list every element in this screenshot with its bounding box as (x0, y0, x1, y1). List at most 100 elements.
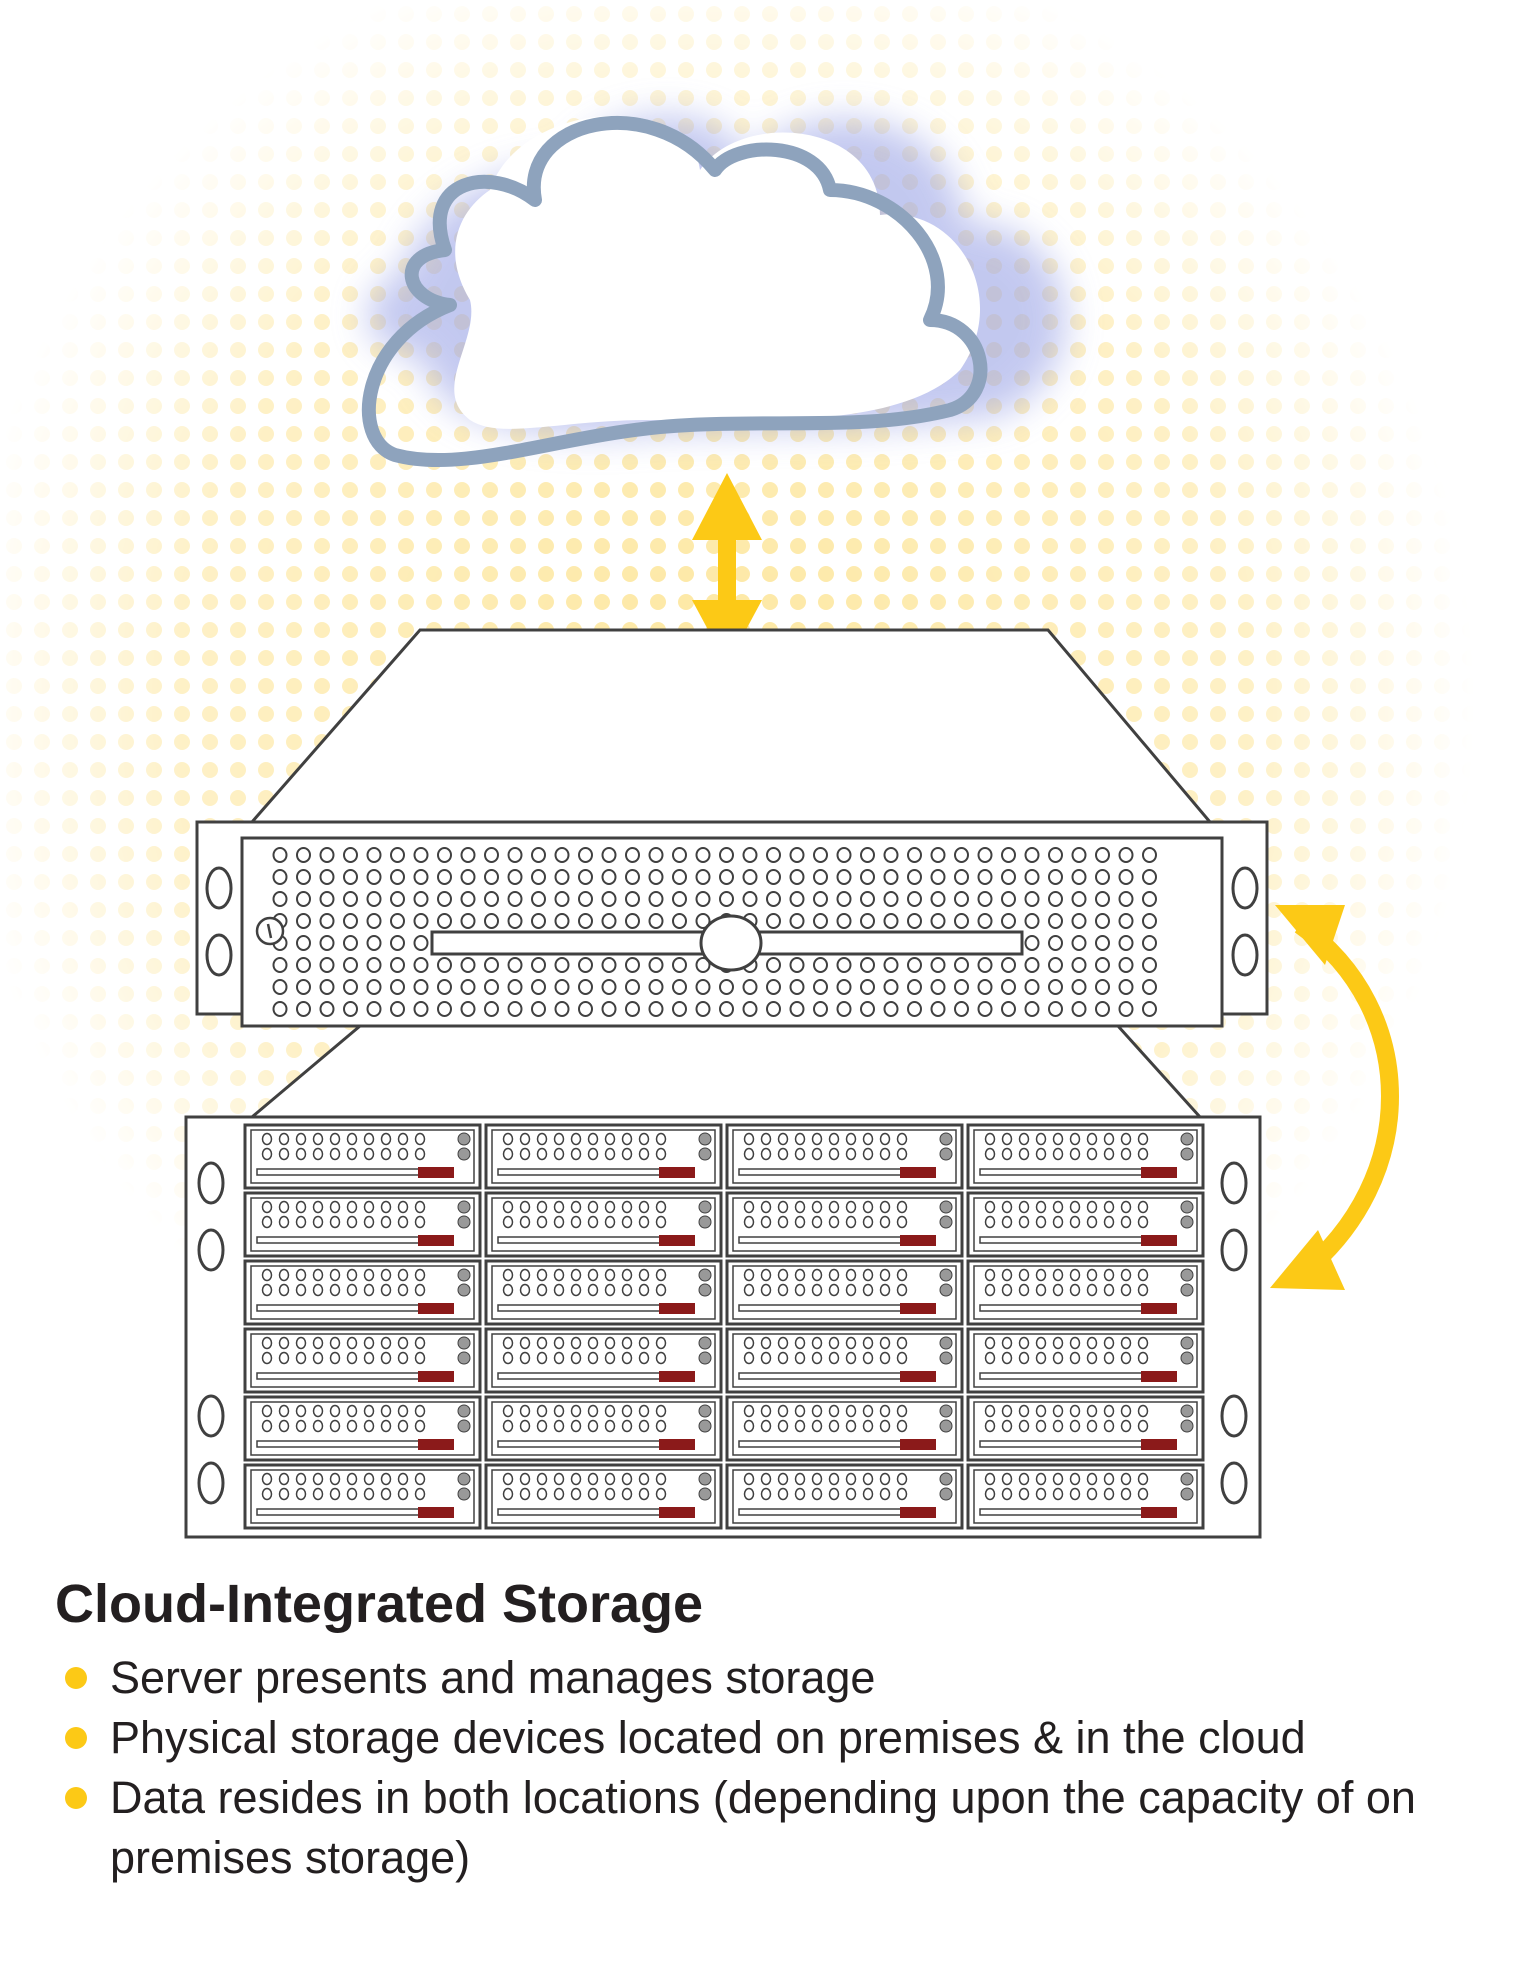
grille-hole (366, 891, 382, 907)
grille-hole (343, 891, 358, 907)
grille-hole (343, 1001, 358, 1017)
grille-hole (531, 957, 546, 973)
grille-hole (272, 869, 288, 885)
grille-hole (860, 1001, 875, 1017)
grille-hole (484, 1001, 499, 1017)
grille-hole (531, 913, 546, 929)
drive-bay (966, 1123, 1205, 1190)
grille-hole (789, 847, 805, 863)
grille-hole (930, 891, 946, 907)
grille-hole (343, 979, 358, 995)
grille-hole (437, 847, 452, 863)
grille-hole (460, 979, 476, 995)
grille-hole (319, 913, 335, 929)
grille-hole (1095, 891, 1110, 907)
grille-hole (272, 847, 288, 863)
grille-hole (1001, 869, 1016, 885)
grille-hole (437, 1001, 452, 1017)
grille-hole (601, 979, 617, 995)
grille-hole (1142, 1001, 1157, 1017)
grille-hole (366, 957, 382, 973)
grille-hole (813, 979, 828, 995)
grille-hole (413, 957, 429, 973)
grille-hole (907, 913, 922, 929)
grille-hole (883, 891, 899, 907)
grille-hole (954, 957, 969, 973)
grille-hole (907, 869, 922, 885)
grille-hole (789, 957, 805, 973)
grille-hole (719, 979, 734, 995)
grille-hole (695, 979, 711, 995)
grille-hole (742, 847, 758, 863)
grille-hole (460, 957, 476, 973)
bullet-icon (65, 1667, 87, 1690)
server-icon (195, 628, 1269, 1028)
grille-hole (907, 979, 922, 995)
grille-hole (719, 1001, 734, 1017)
grille-hole (625, 891, 640, 907)
grille-hole (1024, 891, 1040, 907)
grille-hole (1001, 1001, 1016, 1017)
grille-hole (883, 847, 899, 863)
grille-hole (1024, 847, 1040, 863)
grille-hole (977, 979, 993, 995)
grille-hole (460, 847, 476, 863)
grille-hole (1001, 913, 1016, 929)
grille-hole (742, 979, 758, 995)
grille-hole (648, 957, 664, 973)
grille-hole (437, 957, 452, 973)
grille-hole (507, 979, 523, 995)
grille-hole (1071, 891, 1087, 907)
drive-bay (243, 1395, 482, 1462)
grille-hole (507, 913, 523, 929)
grille-hole (366, 847, 382, 863)
grille-hole (672, 957, 687, 973)
grille-hole (1071, 847, 1087, 863)
grille-hole (1048, 913, 1063, 929)
grille-hole (1071, 1001, 1087, 1017)
grille-hole (296, 869, 311, 885)
grille-hole (625, 913, 640, 929)
grille-hole (625, 979, 640, 995)
grille-hole (977, 891, 993, 907)
grille-hole (836, 979, 852, 995)
drive-bay (243, 1259, 482, 1326)
grille-hole (296, 913, 311, 929)
grille-hole (554, 913, 570, 929)
grille-hole (719, 847, 734, 863)
grille-hole (1048, 957, 1063, 973)
grille-hole (1142, 847, 1157, 863)
grille-hole (460, 913, 476, 929)
grille-hole (578, 847, 593, 863)
grille-hole (672, 891, 687, 907)
grille-hole (578, 891, 593, 907)
grille-hole (883, 957, 899, 973)
grille-hole (1024, 935, 1040, 951)
grille-hole (836, 891, 852, 907)
drive-bay (484, 1395, 723, 1462)
grille-hole (1142, 891, 1157, 907)
drive-bay (484, 1123, 723, 1190)
grille-hole (860, 979, 875, 995)
grille-hole (437, 979, 452, 995)
grille-hole (625, 869, 640, 885)
grille-hole (789, 891, 805, 907)
grille-hole (930, 847, 946, 863)
grille-hole (1071, 913, 1087, 929)
grille-hole (390, 935, 405, 951)
grille-hole (860, 957, 875, 973)
grille-hole (1142, 979, 1157, 995)
grille-hole (1095, 957, 1110, 973)
bullet-text: Physical storage devices located on prem… (110, 1712, 1306, 1764)
grille-hole (1142, 935, 1157, 951)
grille-hole (883, 869, 899, 885)
grille-hole (813, 913, 828, 929)
grille-hole (836, 1001, 852, 1017)
grille-hole (296, 847, 311, 863)
grille-hole (742, 1001, 758, 1017)
bullet-list: Server presents and manages storage Phys… (55, 1648, 1495, 1888)
grille-hole (507, 1001, 523, 1017)
grille-hole (1001, 979, 1016, 995)
drive-bay (725, 1123, 964, 1190)
grille-hole (343, 869, 358, 885)
